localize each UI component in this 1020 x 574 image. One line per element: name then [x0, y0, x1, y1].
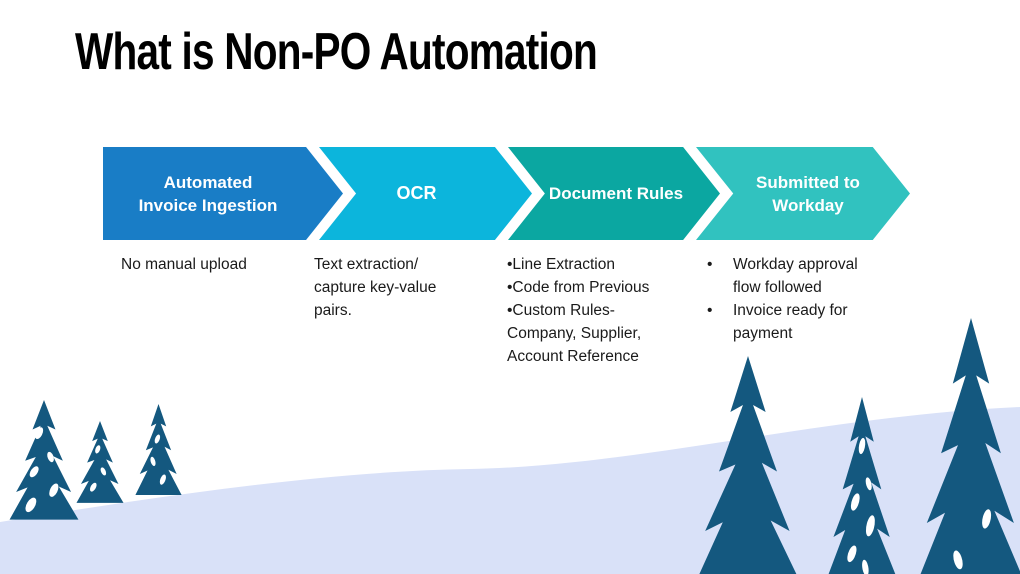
bullet-item: • Invoice ready for payment	[707, 299, 897, 345]
bullet-item: • Workday approval flow followed	[707, 253, 897, 299]
step-description-ocr: Text extraction/ capture key-value pairs…	[314, 256, 437, 319]
pine-tree	[826, 397, 898, 574]
pine-tree	[76, 421, 124, 503]
pine-tree	[916, 318, 1020, 574]
pine-tree	[695, 356, 801, 574]
bullet-text: Workday approval flow followed	[733, 256, 858, 296]
snow-hill	[0, 407, 1020, 574]
chevron-step-automated-invoice-ingestion: Automated Invoice Ingestion	[103, 147, 343, 240]
chevron-step-submitted-to-workday: Submitted to Workday	[696, 147, 910, 240]
process-flow: Automated Invoice Ingestion OCR Document…	[0, 147, 1020, 240]
step-description-submitted-to-workday: • Workday approval flow followed • Invoi…	[707, 253, 897, 345]
bullet-glyph: •	[707, 256, 713, 273]
pine-tree	[135, 404, 182, 495]
bullet-glyph: •	[707, 302, 713, 319]
step-description-document-rules: •Line Extraction •Code from Previous •Cu…	[507, 256, 650, 365]
pine-tree	[9, 400, 79, 520]
bullet-text: Invoice ready for payment	[733, 302, 848, 342]
chevron-step-document-rules: Document Rules	[508, 147, 720, 240]
chevron-step-ocr: OCR	[319, 147, 532, 240]
slide-title: What is Non-PO Automation	[75, 23, 598, 81]
chevron-step-label: OCR	[396, 183, 437, 203]
chevron-step-label: Submitted to Workday	[756, 172, 860, 215]
chevron-step-label: Document Rules	[548, 184, 684, 203]
step-description-automated-invoice-ingestion: No manual upload	[121, 256, 247, 273]
chevron-step-label: Automated Invoice Ingestion	[138, 172, 278, 215]
